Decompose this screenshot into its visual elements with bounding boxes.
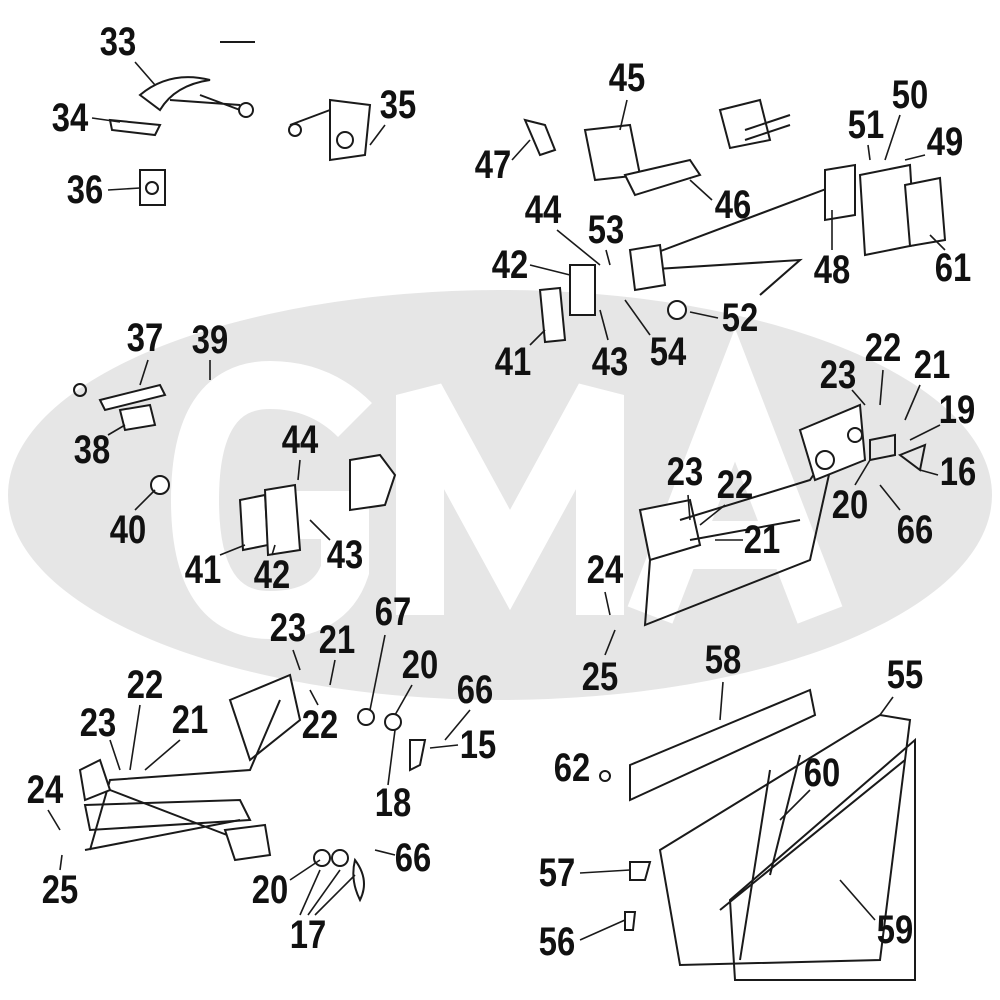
callout-20: 20 [401, 643, 439, 687]
callout-25: 25 [41, 868, 79, 912]
callout-34: 34 [51, 96, 89, 140]
callout-21: 21 [171, 698, 209, 742]
callout-44: 44 [281, 418, 319, 462]
callout-57: 57 [538, 851, 576, 895]
callout-36: 36 [66, 168, 104, 212]
callout-24: 24 [586, 548, 624, 592]
callout-55: 55 [886, 653, 924, 697]
callout-66: 66 [456, 668, 494, 712]
callout-47: 47 [474, 143, 512, 187]
callout-45: 45 [608, 56, 646, 100]
callout-41: 41 [184, 548, 222, 592]
callout-23: 23 [269, 606, 307, 650]
callout-51: 51 [847, 103, 885, 147]
watermark-logo [170, 328, 843, 640]
parts-outlines [73, 41, 947, 981]
callout-23: 23 [666, 450, 704, 494]
callout-20: 20 [251, 868, 289, 912]
callout-22: 22 [864, 326, 902, 370]
callout-23: 23 [819, 353, 857, 397]
callout-19: 19 [938, 388, 976, 432]
callout-67: 67 [374, 590, 412, 634]
callout-46: 46 [714, 183, 752, 227]
callout-66: 66 [394, 836, 432, 880]
callout-60: 60 [803, 751, 841, 795]
callout-52: 52 [721, 296, 759, 340]
callout-54: 54 [649, 330, 687, 374]
callout-23: 23 [79, 701, 117, 745]
callout-40: 40 [109, 508, 147, 552]
callout-43: 43 [326, 533, 364, 577]
callout-21: 21 [913, 343, 951, 387]
callout-24: 24 [26, 768, 64, 812]
callout-44: 44 [524, 188, 562, 232]
callout-66: 66 [896, 508, 934, 552]
callout-59: 59 [876, 908, 914, 952]
callout-53: 53 [587, 208, 625, 252]
callout-49: 49 [926, 120, 964, 164]
callout-18: 18 [374, 781, 412, 825]
callout-37: 37 [126, 316, 164, 360]
callout-48: 48 [813, 248, 851, 292]
callout-41: 41 [494, 340, 532, 384]
callout-20: 20 [831, 483, 869, 527]
callout-15: 15 [459, 723, 497, 767]
callout-21: 21 [318, 618, 356, 662]
callout-56: 56 [538, 920, 576, 964]
callout-62: 62 [553, 746, 591, 790]
callout-22: 22 [716, 463, 754, 507]
callout-58: 58 [704, 638, 742, 682]
callout-42: 42 [491, 243, 529, 287]
callout-16: 16 [939, 450, 977, 494]
callout-21: 21 [743, 518, 781, 562]
callout-17: 17 [289, 913, 327, 957]
callout-42: 42 [253, 553, 291, 597]
callout-43: 43 [591, 340, 629, 384]
callout-35: 35 [379, 83, 417, 127]
callout-39: 39 [191, 318, 229, 362]
callout-38: 38 [73, 428, 111, 472]
callout-61: 61 [934, 246, 972, 290]
callout-50: 50 [891, 73, 929, 117]
leader-lines [47, 61, 946, 941]
callout-22: 22 [126, 663, 164, 707]
callout-33: 33 [99, 20, 137, 64]
callout-25: 25 [581, 655, 619, 699]
callout-22: 22 [301, 703, 339, 747]
